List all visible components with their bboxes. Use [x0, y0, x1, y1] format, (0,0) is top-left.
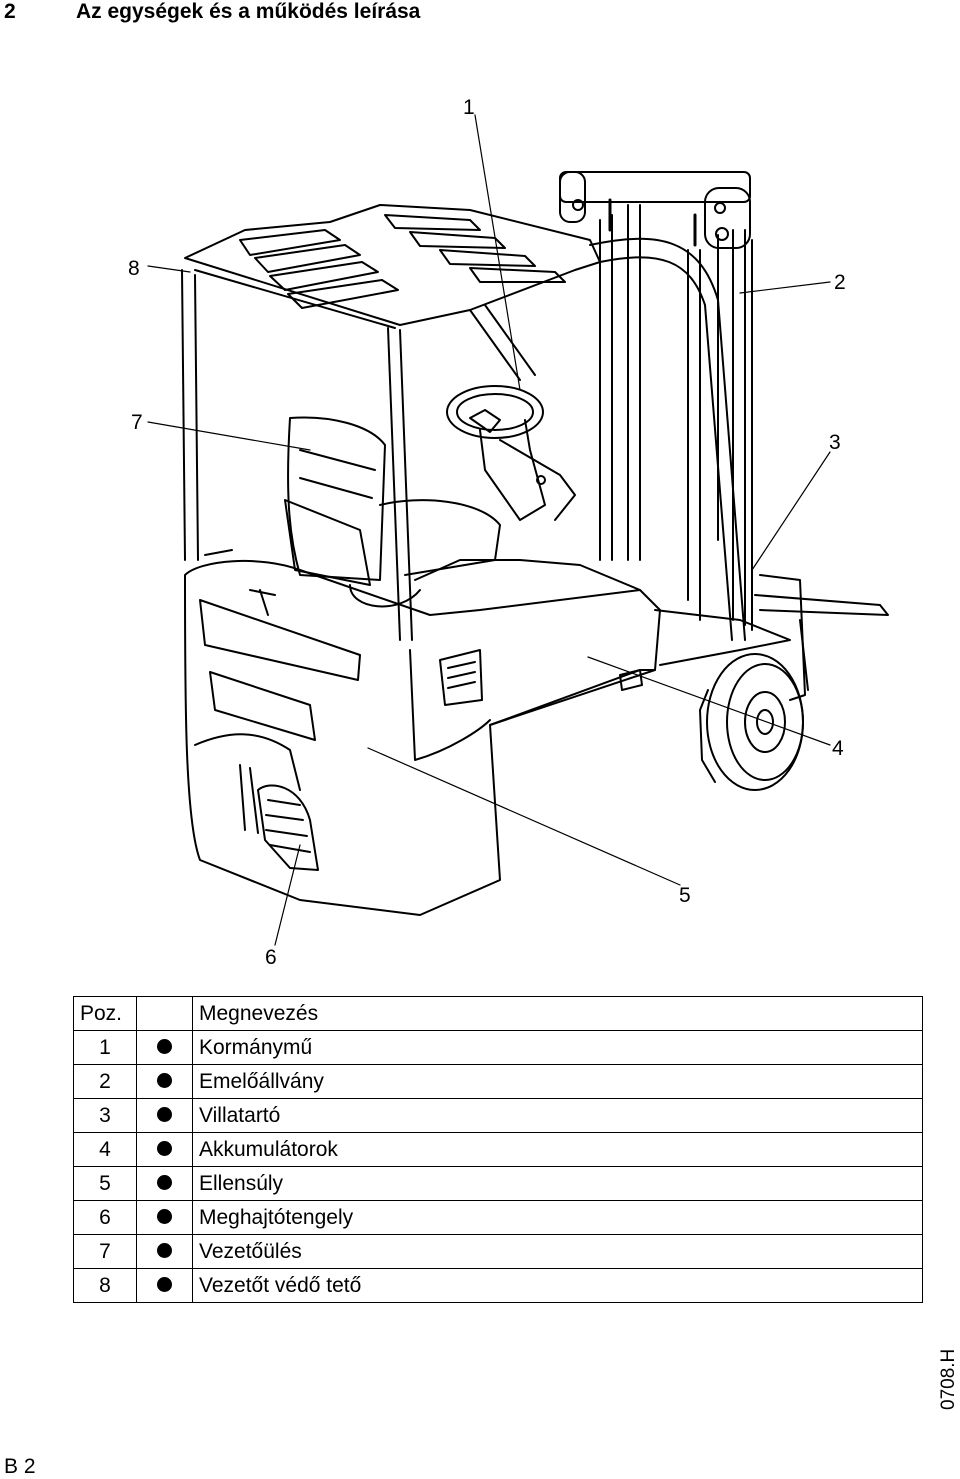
callout-6: 6 — [265, 946, 277, 969]
legend-name: Vezetőülés — [192, 1234, 923, 1269]
table-row: 2 Emelőállvány — [73, 1064, 923, 1099]
table-row: 7 Vezetőülés — [73, 1234, 923, 1269]
legend-pos: 1 — [73, 1030, 137, 1065]
leader-lines — [147, 114, 831, 946]
bullet-icon — [157, 1106, 172, 1122]
bullet-icon — [157, 1242, 172, 1258]
bullet-icon — [157, 1208, 172, 1224]
mast-drawing — [559, 171, 753, 631]
legend-name: Akkumulátorok — [192, 1132, 923, 1167]
legend-name: Kormánymű — [192, 1030, 923, 1065]
table-row: 3 Villatartó — [73, 1098, 923, 1133]
callout-8: 8 — [128, 257, 140, 280]
callout-3: 3 — [829, 431, 841, 454]
legend-pos: 8 — [73, 1268, 137, 1303]
legend-pos: 3 — [73, 1098, 137, 1133]
page-label: B 2 — [4, 1455, 36, 1478]
forklift-illustration — [147, 114, 889, 946]
legend-pos: 5 — [73, 1166, 137, 1201]
legend-header-blank — [136, 996, 193, 1031]
section-number: 2 — [4, 0, 16, 23]
legend-table: Poz. Megnevezés 1 Kormánymű 2 Emelőállvá… — [73, 996, 923, 1303]
legend-pos: 2 — [73, 1064, 137, 1099]
legend-header-row: Poz. Megnevezés — [73, 996, 923, 1031]
legend-name: Vezetőt védő tető — [192, 1268, 923, 1303]
legend-name: Meghajtótengely — [192, 1200, 923, 1235]
doc-code: 0708.H — [938, 1348, 959, 1410]
legend-name: Ellensúly — [192, 1166, 923, 1201]
page-title: Az egységek és a működés leírása — [76, 0, 421, 23]
table-row: 4 Akkumulátorok — [73, 1132, 923, 1167]
callout-1: 1 — [463, 96, 475, 119]
callout-4: 4 — [832, 737, 844, 760]
rear-wheel-drawing — [239, 764, 319, 871]
legend-header-name: Megnevezés — [192, 996, 923, 1031]
table-row: 6 Meghajtótengely — [73, 1200, 923, 1235]
table-row: 1 Kormánymű — [73, 1030, 923, 1065]
callout-2: 2 — [834, 271, 846, 294]
legend-pos: 4 — [73, 1132, 137, 1167]
legend-name: Emelőállvány — [192, 1064, 923, 1099]
bullet-icon — [157, 1140, 172, 1156]
bullet-icon — [157, 1038, 172, 1054]
bullet-icon — [157, 1174, 172, 1190]
legend-header-pos: Poz. — [73, 996, 137, 1031]
bullet-icon — [157, 1276, 172, 1292]
body-drawing — [184, 549, 661, 916]
floor-drawing — [654, 574, 889, 701]
callout-7: 7 — [131, 411, 143, 434]
legend-name: Villatartó — [192, 1098, 923, 1133]
seat-drawing — [284, 416, 501, 608]
legend-pos: 7 — [73, 1234, 137, 1269]
front-wheel-drawing — [699, 653, 804, 791]
callout-5: 5 — [679, 884, 691, 907]
steering-drawing — [446, 385, 576, 521]
overhead-guard-drawing — [181, 204, 746, 641]
bullet-icon — [157, 1072, 172, 1088]
legend-pos: 6 — [73, 1200, 137, 1235]
table-row: 8 Vezetőt védő tető — [73, 1268, 923, 1303]
table-row: 5 Ellensúly — [73, 1166, 923, 1201]
